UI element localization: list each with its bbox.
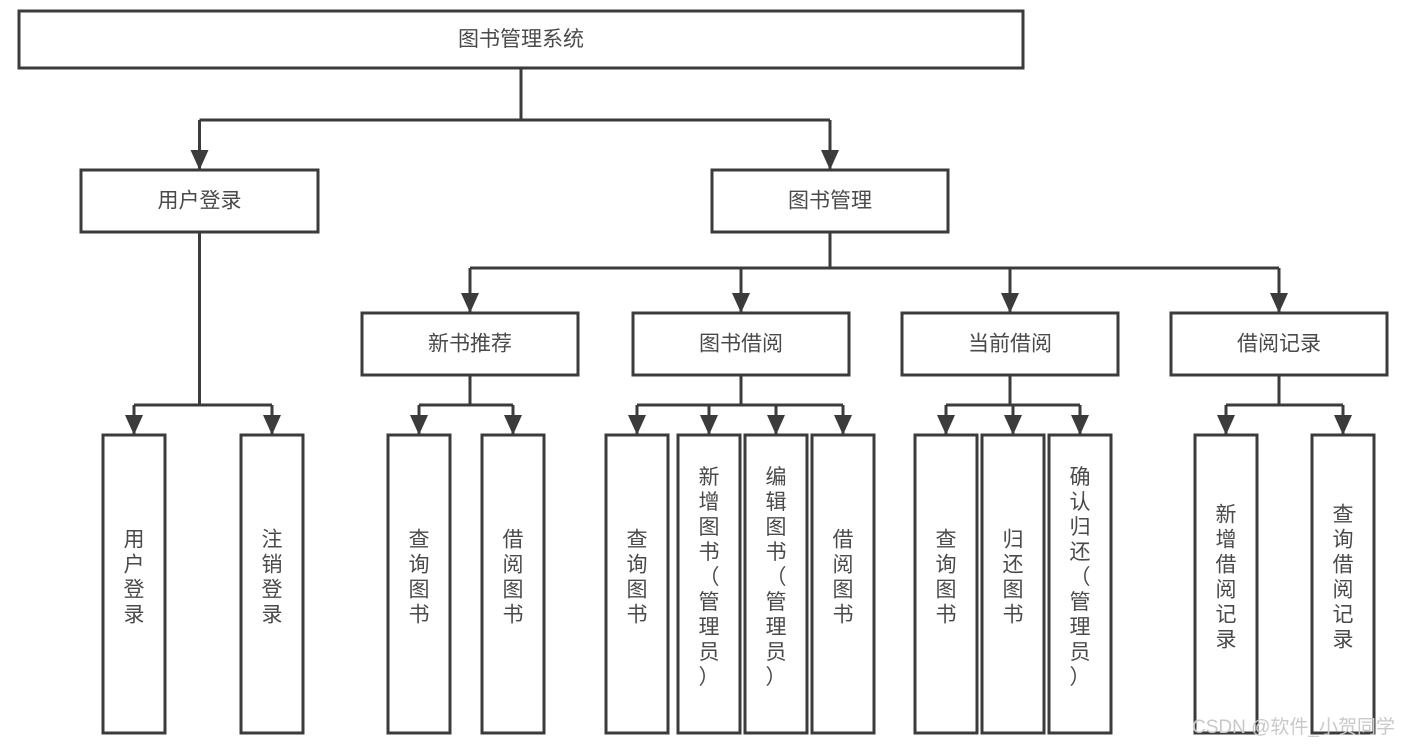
node-label-user-login: 用户登录	[158, 190, 242, 213]
node-label-root: 图书管理系统	[458, 28, 584, 51]
node-box-user-login	[79, 168, 320, 234]
node-label-leaf-query-record: 查询借阅记录	[1333, 504, 1354, 652]
node-leaf-confirm-return[interactable]: 确认归还（管理员）	[1047, 433, 1113, 735]
node-label-book-borrow: 图书借阅	[699, 333, 783, 356]
node-box-borrow-record	[1169, 311, 1389, 377]
node-leaf-user-logout[interactable]: 注销登录	[239, 433, 305, 735]
node-book-manage[interactable]: 图书管理	[710, 168, 950, 234]
node-label-current-borrow: 当前借阅	[968, 333, 1052, 356]
arrow-head-icon	[700, 415, 718, 435]
node-box-leaf-add-book	[676, 433, 742, 735]
arrow-head-icon	[1071, 415, 1089, 435]
node-leaf-add-record[interactable]: 新增借阅记录	[1193, 433, 1259, 735]
node-layer: 图书管理系统用户登录图书管理新书推荐图书借阅当前借阅借阅记录用户登录注销登录查询…	[17, 9, 1389, 735]
arrow-head-icon	[1004, 415, 1022, 435]
node-box-book-borrow	[631, 311, 851, 377]
node-leaf-add-book[interactable]: 新增图书（管理员）	[676, 433, 742, 735]
node-leaf-borrow-book-rec[interactable]: 借阅图书	[480, 433, 546, 735]
node-label-leaf-borrow-book-rec: 借阅图书	[503, 529, 524, 627]
node-label-book-manage: 图书管理	[788, 190, 872, 213]
node-label-borrow-record: 借阅记录	[1237, 333, 1321, 356]
node-box-root	[17, 9, 1025, 70]
node-label-new-book-rec: 新书推荐	[428, 333, 512, 356]
arrow-head-icon	[1334, 415, 1352, 435]
node-leaf-query-book-cur[interactable]: 查询图书	[913, 433, 979, 735]
node-leaf-query-record[interactable]: 查询借阅记录	[1310, 433, 1376, 735]
node-label-leaf-query-book-cur: 查询图书	[936, 529, 957, 627]
arrow-head-icon	[1217, 415, 1235, 435]
arrow-head-icon	[767, 415, 785, 435]
node-box-leaf-borrow-book-rec	[480, 433, 546, 735]
arrow-head-icon	[937, 415, 955, 435]
arrow-head-icon	[821, 150, 839, 170]
arrow-head-icon	[461, 293, 479, 313]
arrow-head-icon	[628, 415, 646, 435]
node-box-leaf-borrow-book	[810, 433, 876, 735]
node-leaf-query-book-rec[interactable]: 查询图书	[386, 433, 452, 735]
arrow-head-icon	[1270, 293, 1288, 313]
connector-layer	[125, 68, 1352, 435]
node-label-leaf-edit-book: 编辑图书（管理员）	[766, 466, 787, 689]
node-box-leaf-user-logout	[239, 433, 305, 735]
node-borrow-record[interactable]: 借阅记录	[1169, 311, 1389, 377]
node-label-leaf-confirm-return: 确认归还（管理员）	[1070, 466, 1091, 689]
node-leaf-user-login[interactable]: 用户登录	[101, 433, 167, 735]
node-new-book-rec[interactable]: 新书推荐	[360, 311, 580, 377]
node-leaf-edit-book[interactable]: 编辑图书（管理员）	[743, 433, 809, 735]
node-box-leaf-confirm-return	[1047, 433, 1113, 735]
node-root[interactable]: 图书管理系统	[17, 9, 1025, 70]
node-leaf-return-book[interactable]: 归还图书	[980, 433, 1046, 735]
node-leaf-query-book-borrow[interactable]: 查询图书	[604, 433, 670, 735]
arrow-head-icon	[504, 415, 522, 435]
csdn-watermark: CSDN @软件_小贺同学	[1192, 716, 1395, 738]
node-user-login[interactable]: 用户登录	[79, 168, 320, 234]
node-label-leaf-add-record: 新增借阅记录	[1216, 504, 1237, 652]
node-box-book-manage	[710, 168, 950, 234]
node-box-leaf-edit-book	[743, 433, 809, 735]
node-box-leaf-query-book-rec	[386, 433, 452, 735]
arrow-head-icon	[732, 293, 750, 313]
arrow-head-icon	[834, 415, 852, 435]
arrow-head-icon	[125, 415, 143, 435]
node-box-leaf-user-login	[101, 433, 167, 735]
node-box-leaf-return-book	[980, 433, 1046, 735]
node-box-leaf-query-book-borrow	[604, 433, 670, 735]
arrow-head-icon	[1001, 293, 1019, 313]
node-label-leaf-user-logout: 注销登录	[262, 529, 283, 627]
arrow-head-icon	[263, 415, 281, 435]
node-box-leaf-query-record	[1310, 433, 1376, 735]
node-label-leaf-return-book: 归还图书	[1003, 529, 1024, 627]
node-label-leaf-user-login: 用户登录	[124, 529, 145, 627]
node-current-borrow[interactable]: 当前借阅	[900, 311, 1120, 377]
node-label-leaf-query-book-rec: 查询图书	[409, 529, 430, 627]
node-leaf-borrow-book[interactable]: 借阅图书	[810, 433, 876, 735]
node-box-leaf-query-book-cur	[913, 433, 979, 735]
node-book-borrow[interactable]: 图书借阅	[631, 311, 851, 377]
arrow-head-icon	[190, 150, 209, 170]
node-label-leaf-add-book: 新增图书（管理员）	[699, 466, 720, 689]
node-label-leaf-borrow-book: 借阅图书	[833, 529, 854, 627]
node-label-leaf-query-book-borrow: 查询图书	[627, 529, 648, 627]
arrow-head-icon	[410, 415, 428, 435]
node-box-new-book-rec	[360, 311, 580, 377]
node-box-leaf-add-record	[1193, 433, 1259, 735]
node-box-current-borrow	[900, 311, 1120, 377]
